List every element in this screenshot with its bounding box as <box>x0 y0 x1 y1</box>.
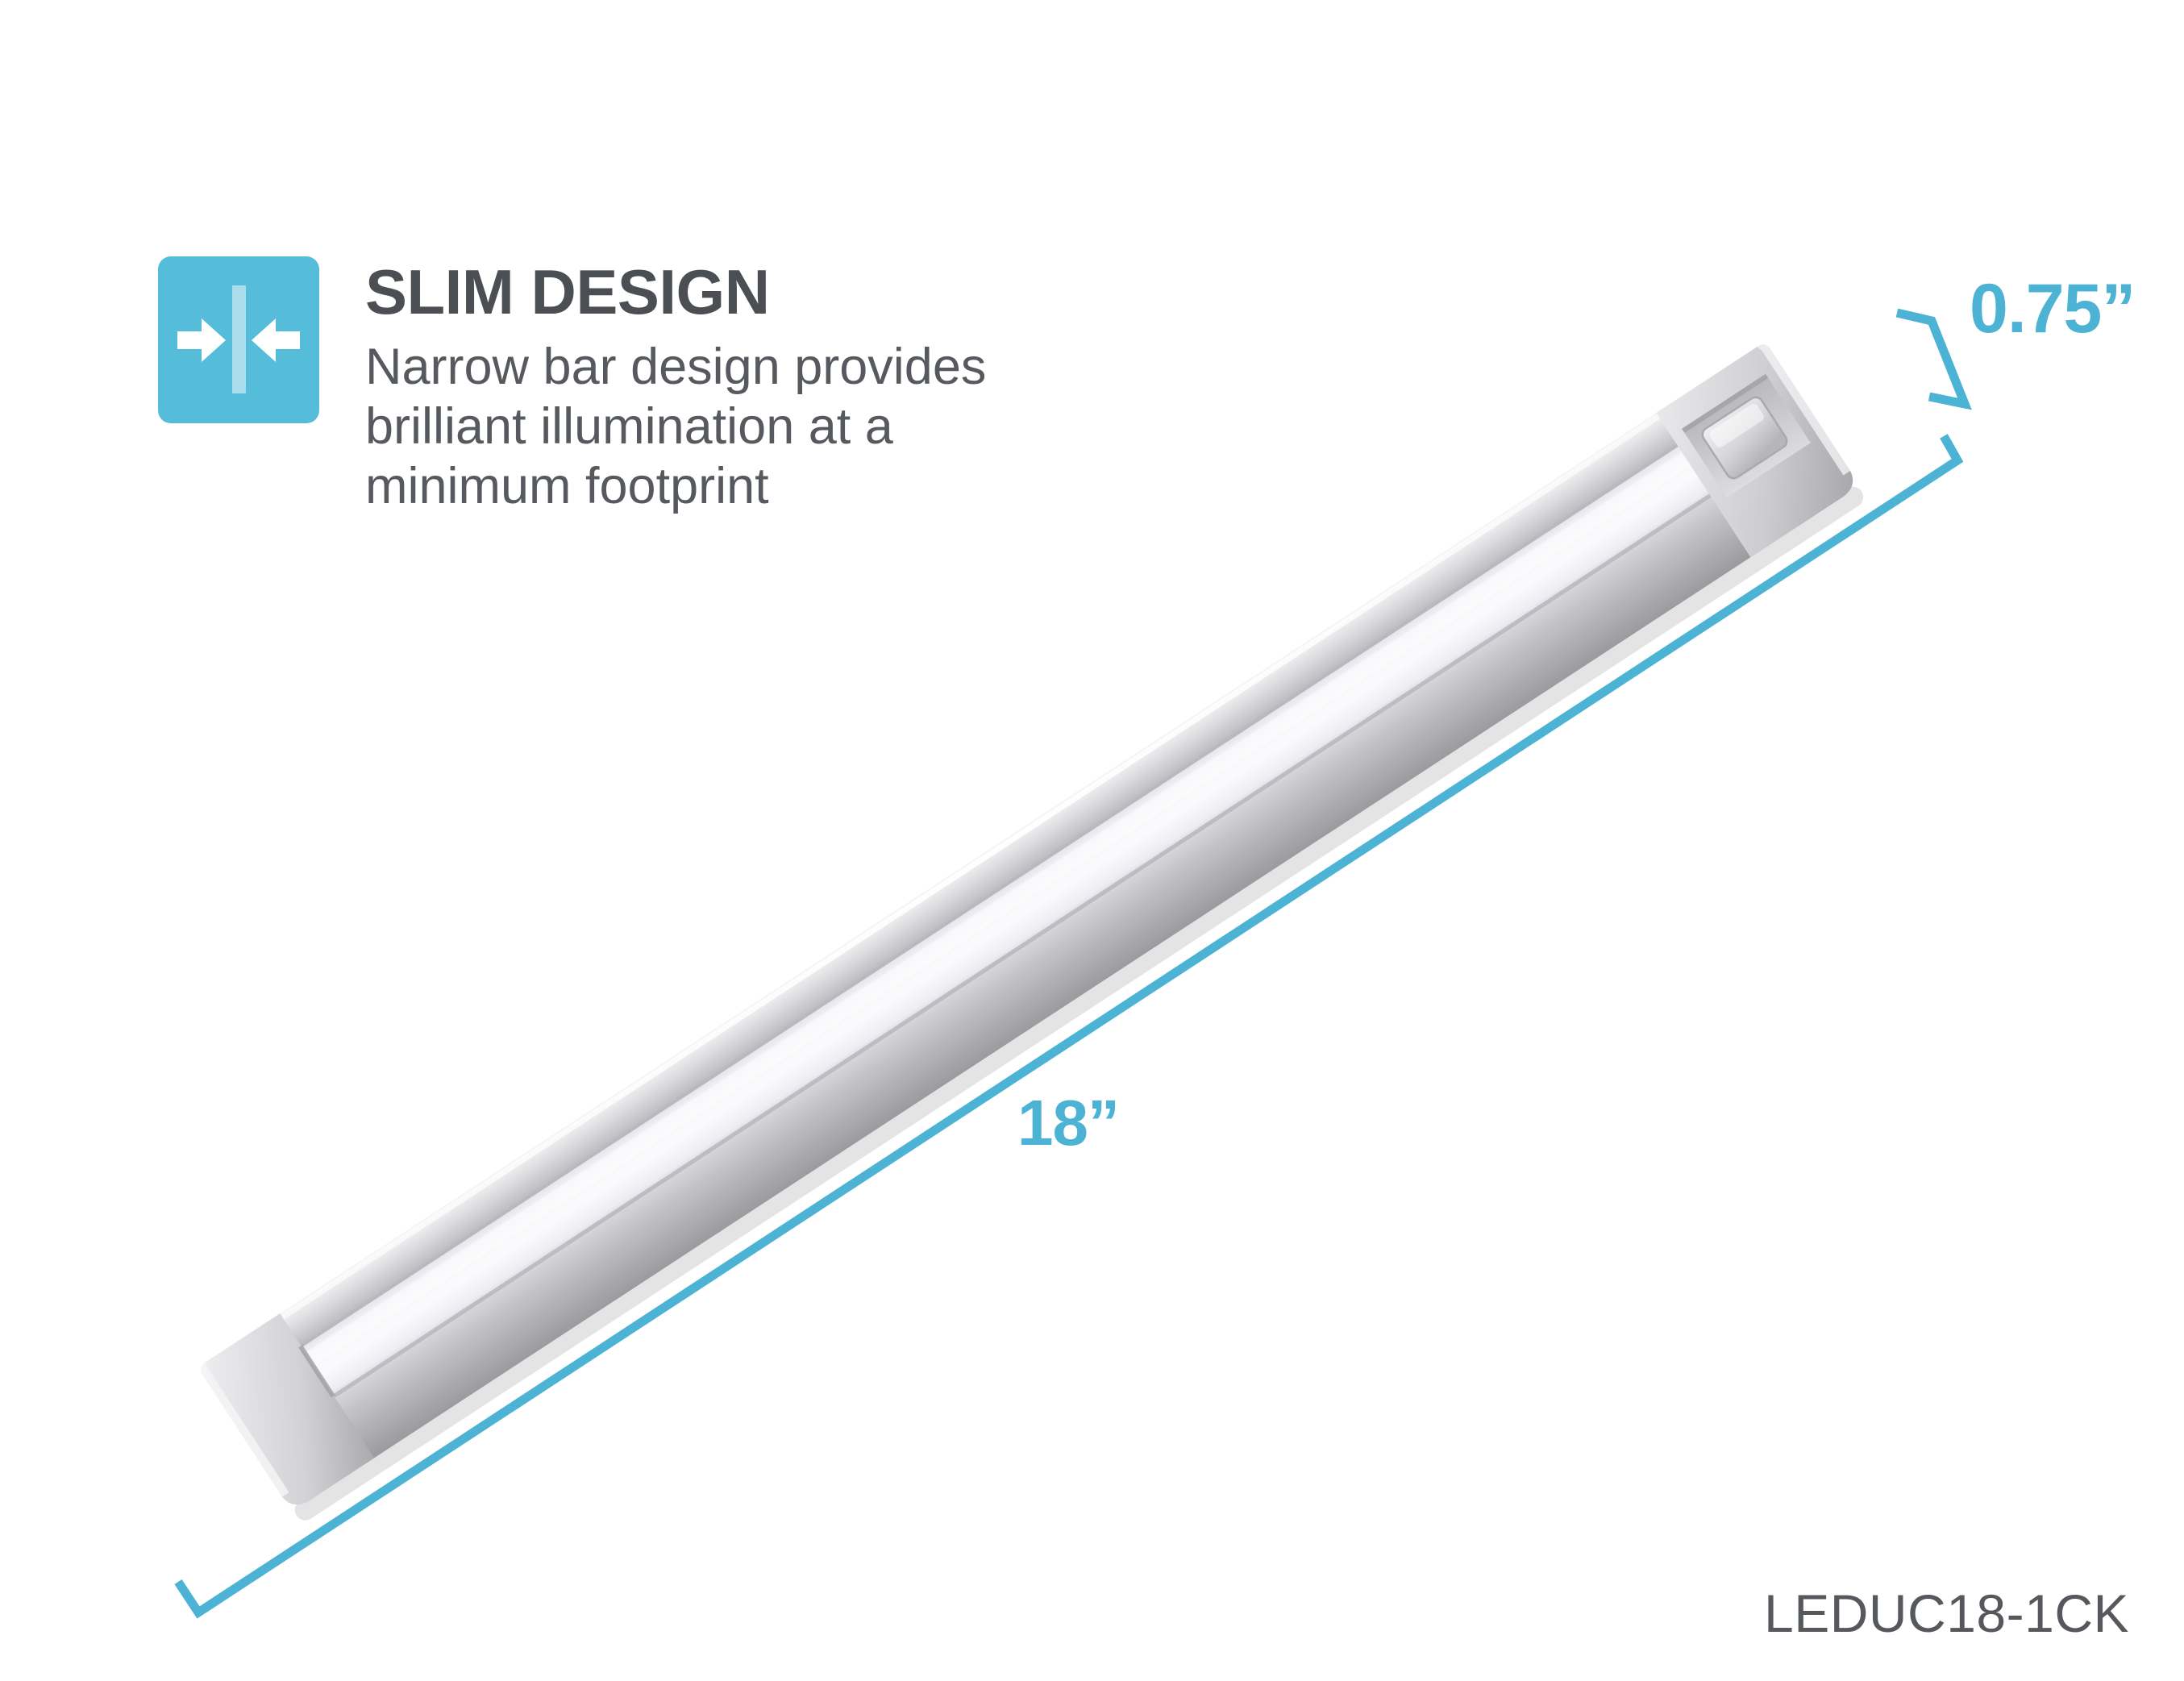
length-dimension-label: 18” <box>1017 1087 1120 1159</box>
feature-description-line: brilliant illumination at a <box>365 398 893 455</box>
feature-title: SLIM DESIGN <box>365 256 770 327</box>
feature-text-block: SLIM DESIGN Narrow bar design provides b… <box>365 256 986 516</box>
length-dimension-line <box>174 434 1964 1619</box>
height-dimension-bracket <box>1895 308 1972 410</box>
arrow-left-icon <box>252 318 300 362</box>
height-dimension-label: 0.75” <box>1970 270 2136 347</box>
arrow-right-icon <box>177 318 226 362</box>
feature-callout: SLIM DESIGN Narrow bar design provides b… <box>158 256 986 516</box>
feature-description-line: Narrow bar design provides <box>365 339 987 395</box>
feature-description: Narrow bar design provides brilliant ill… <box>365 337 986 516</box>
product-code: LEDUC18-1CK <box>1764 1583 2129 1643</box>
slim-width-arrows-icon <box>158 256 319 423</box>
feature-description-line: minimum footprint <box>365 458 769 514</box>
icon-divider-bar <box>231 285 246 393</box>
